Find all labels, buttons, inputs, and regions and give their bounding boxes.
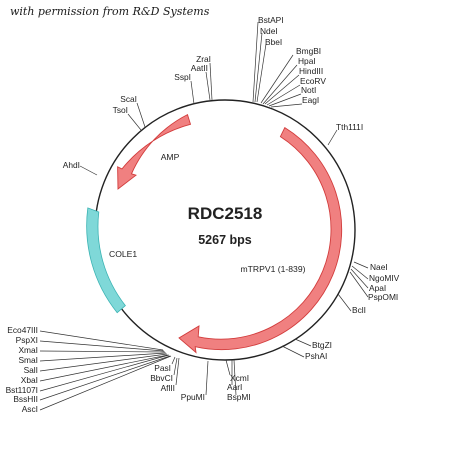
feature-label-cole1: COLE1: [109, 249, 137, 259]
site-label-hindiii: HindIII: [299, 66, 323, 76]
amp-arrow: [117, 113, 192, 190]
site-label-xmai: XmaI: [18, 345, 38, 355]
site-label-hpai: HpaI: [298, 56, 316, 66]
site-label-pspxi: PspXI: [16, 335, 38, 345]
permission-note: with permission from R&D Systems: [10, 5, 210, 18]
site-label-zrai: ZraI: [196, 54, 211, 64]
site-label-smai: SmaI: [18, 355, 38, 365]
site-label-pspomi: PspOMI: [368, 292, 398, 302]
site-label-apai: ApaI: [369, 283, 386, 293]
site-label-noti: NotI: [301, 85, 316, 95]
site-label-pasi: PasI: [154, 363, 171, 373]
bottom-site-leaders: [171, 356, 237, 396]
site-label-ngomiv: NgoMIV: [369, 273, 400, 283]
site-label-btgzi: BtgZI: [312, 340, 332, 350]
site-label-eco47iii: Eco47III: [7, 325, 38, 335]
site-label-xbai: XbaI: [21, 375, 38, 385]
site-label-ahdi: AhdI: [63, 160, 80, 170]
site-label-sali: SalI: [24, 365, 38, 375]
feature-label-amp: AMP: [161, 152, 180, 162]
site-label-bsshii: BssHII: [13, 394, 38, 404]
site-label-tsoi: TsoI: [113, 105, 128, 115]
site-label-scai: ScaI: [120, 94, 137, 104]
site-label-bspmi: BspMI: [227, 392, 251, 402]
site-label-asci: AscI: [22, 404, 38, 414]
site-label-ecorv: EcoRV: [300, 76, 326, 86]
site-label-bst1107i: Bst1107I: [6, 385, 38, 395]
right-site-leaders: [281, 261, 369, 358]
site-label-bbei: BbeI: [265, 37, 282, 47]
feature-label-mtrpv1: mTRPV1 (1-839): [241, 264, 306, 274]
site-label-ppumi: PpuMI: [181, 392, 205, 402]
site-label-xcmi: XcmI: [230, 373, 249, 383]
site-label-ndei: NdeI: [260, 26, 278, 36]
site-label-eagi: EagI: [302, 95, 319, 105]
plasmid-name: RDC2518: [188, 204, 263, 223]
site-label-bbvci: BbvCI: [150, 373, 173, 383]
site-label-aari: AarI: [227, 382, 242, 392]
site-label-naei: NaeI: [370, 262, 388, 272]
site-label-bmgbi: BmgBI: [296, 46, 321, 56]
site-label-bstapi: BstAPI: [258, 15, 284, 25]
mtrpv1-arrow: [178, 126, 343, 354]
site-label-aatii: AatII: [191, 63, 208, 73]
site-label-bcli: BclI: [352, 305, 366, 315]
top-site-leaders: [79, 21, 338, 176]
site-label-tth111i: Tth111I: [336, 122, 363, 132]
plasmid-backbone: [94, 99, 356, 361]
bottom-left-site-leaders: [39, 330, 172, 411]
site-label-pshai: PshAI: [305, 351, 327, 361]
cole1-block: [86, 207, 126, 314]
site-label-sspi: SspI: [174, 72, 191, 82]
plasmid-size: 5267 bps: [198, 233, 252, 247]
site-label-aflii: AflII: [161, 383, 175, 393]
